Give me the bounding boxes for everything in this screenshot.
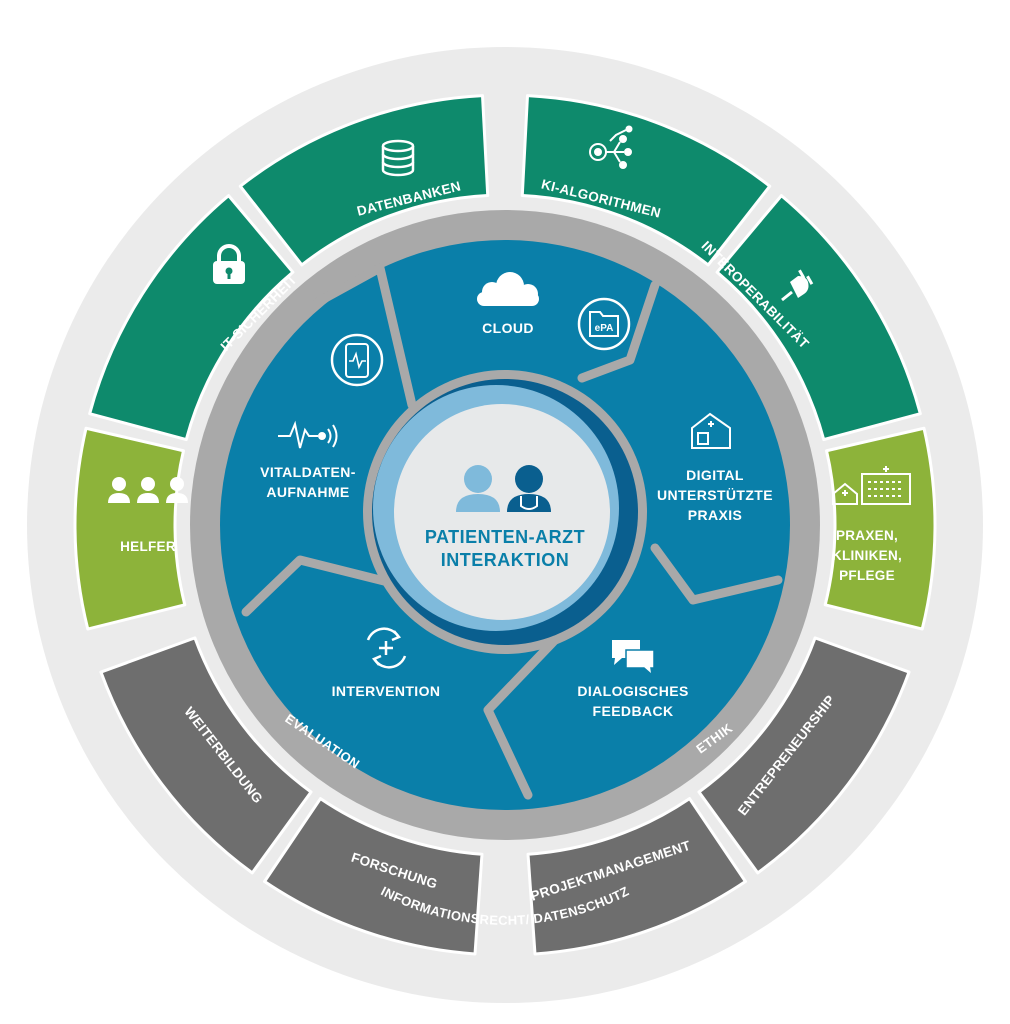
praxen-label-line1: PRAXEN,	[836, 528, 898, 543]
separator-cloud-praxis	[577, 280, 660, 383]
intervention-label: INTERVENTION	[332, 683, 441, 699]
praxen-label-line3: PFLEGE	[839, 568, 895, 583]
clinic-house-icon	[691, 412, 731, 449]
stethoscope	[520, 496, 538, 510]
doctor-body	[507, 494, 551, 512]
pulse-wave-icon	[278, 420, 338, 449]
center-circle	[394, 404, 610, 620]
chat-bubbles-icon	[612, 640, 655, 677]
helfer-label: HELFER	[120, 539, 176, 554]
segment-praxen-kliniken-pflege	[823, 426, 937, 631]
smartphone-icon	[330, 333, 384, 387]
cloud-icon	[477, 272, 539, 306]
segment-it-sicherheit	[88, 194, 295, 442]
segment-projektmanagement	[526, 797, 747, 956]
patient-head	[464, 465, 492, 493]
segment-forschung	[263, 797, 484, 956]
segment-helfer	[73, 426, 187, 631]
intervention-cycle-icon	[366, 627, 407, 669]
helfer-people-icon	[108, 477, 188, 503]
segment-ki-algorithmen	[520, 94, 772, 267]
center-title-line2: INTERAKTION	[441, 550, 570, 570]
segment-interoperabilitaet	[715, 194, 922, 442]
praxen-label-line2: KLINIKEN,	[832, 548, 902, 563]
segment-entrepreneurship	[697, 636, 911, 875]
feedback-label-line2: FEEDBACK	[593, 703, 674, 719]
patient-doctor-icon	[456, 465, 551, 512]
separator-cloud-vital	[313, 263, 417, 410]
epa-label: ePA	[595, 323, 614, 334]
vitaldaten-label-line2: AUFNAHME	[266, 484, 349, 500]
separator-intervention-vital	[241, 555, 397, 617]
separator-feedback-intervention	[483, 635, 560, 800]
praxis-label-line2: UNTERSTÜTZTE	[657, 487, 773, 503]
hospital-buildings-icon	[832, 466, 911, 505]
database-icon	[381, 139, 415, 177]
segment-weiterbildung	[99, 636, 313, 875]
patient-body	[456, 494, 500, 512]
cloud-label: CLOUD	[482, 320, 534, 336]
separator-praxis-feedback	[650, 543, 783, 605]
lock-icon	[213, 244, 245, 284]
epa-folder-icon: ePA	[577, 297, 631, 351]
ai-network-icon	[589, 125, 633, 169]
process-separators	[241, 263, 783, 800]
doctor-head	[515, 465, 543, 493]
plug-icon	[781, 269, 814, 302]
feedback-label-line1: DIALOGISCHES	[577, 683, 688, 699]
vitaldaten-label-line1: VITALDATEN-	[260, 464, 356, 480]
praxis-label-line3: PRAXIS	[688, 507, 743, 523]
praxis-label-line1: DIGITAL	[686, 467, 744, 483]
center-title-line1: PATIENTEN-ARZT	[425, 527, 585, 547]
segment-datenbanken	[238, 94, 490, 267]
